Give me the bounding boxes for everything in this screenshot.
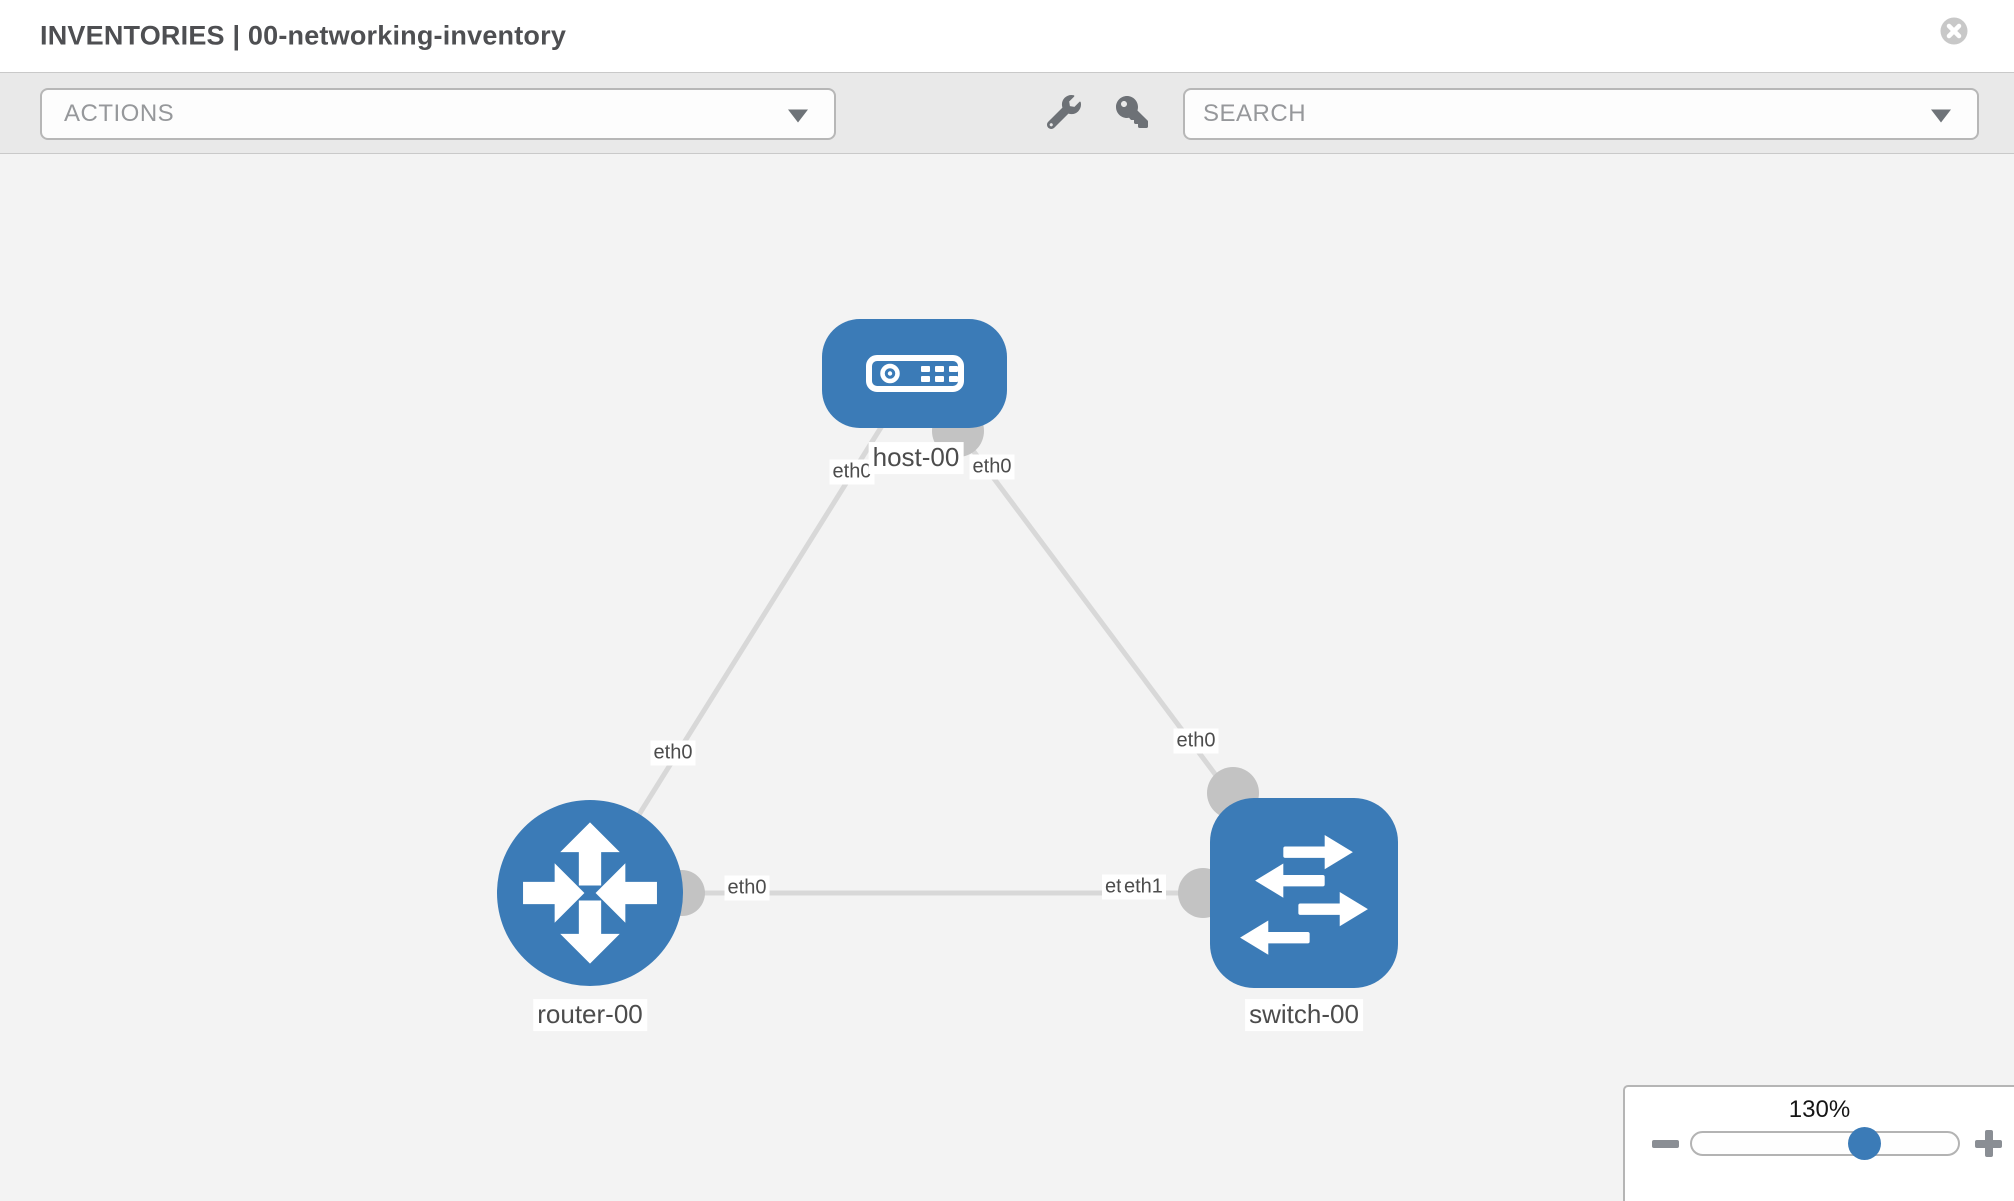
wrench-icon bbox=[1046, 94, 1081, 129]
topology-canvas[interactable]: eth0 eth0 eth0 eth0 eth0 eth0 eth1 host-… bbox=[0, 154, 2014, 1201]
actions-dropdown-label: ACTIONS bbox=[64, 100, 175, 127]
port-label: eth0 bbox=[829, 459, 875, 485]
router-icon bbox=[523, 822, 657, 964]
close-button[interactable] bbox=[1940, 17, 1968, 45]
chevron-down-icon bbox=[1931, 109, 1951, 123]
minus-icon[interactable] bbox=[1652, 1140, 1679, 1148]
header: INVENTORIES | 00-networking-inventory bbox=[0, 0, 2014, 73]
credentials-button[interactable] bbox=[1112, 93, 1152, 133]
port-label: eth0 bbox=[969, 454, 1015, 480]
port-label: eth0 bbox=[1173, 728, 1219, 754]
zoom-slider-thumb[interactable] bbox=[1848, 1127, 1881, 1160]
actions-dropdown[interactable]: ACTIONS bbox=[40, 88, 836, 140]
zoom-level: 130% bbox=[1788, 1096, 1851, 1123]
node-router-00[interactable] bbox=[497, 800, 683, 986]
topology-graph bbox=[497, 319, 1398, 988]
node-host-00[interactable] bbox=[822, 319, 1007, 428]
page-title: INVENTORIES | 00-networking-inventory bbox=[40, 20, 567, 51]
port-label: eth1 bbox=[1121, 874, 1166, 900]
search-dropdown[interactable]: SEARCH bbox=[1183, 88, 1979, 140]
node-label-switch: switch-00 bbox=[1245, 999, 1363, 1031]
configure-button[interactable] bbox=[1044, 93, 1084, 133]
close-icon bbox=[1940, 17, 1968, 45]
host-icon bbox=[866, 355, 964, 392]
zoom-slider[interactable] bbox=[1690, 1127, 1960, 1160]
zoom-controls bbox=[1625, 1127, 2014, 1171]
port-label: eth0 bbox=[650, 740, 696, 766]
node-label-router: router-00 bbox=[533, 999, 647, 1031]
port-label: eth0 bbox=[724, 875, 770, 901]
plus-icon[interactable] bbox=[1975, 1130, 2002, 1157]
chevron-down-icon bbox=[788, 109, 808, 123]
node-label-host: host-00 bbox=[868, 442, 964, 474]
key-icon bbox=[1116, 95, 1148, 128]
zoom-panel: 130% bbox=[1623, 1085, 2014, 1201]
search-placeholder: SEARCH bbox=[1203, 100, 1307, 127]
toolbar: ACTIONS SEARCH bbox=[0, 73, 2014, 154]
node-switch-00[interactable] bbox=[1210, 798, 1398, 988]
switch-icon bbox=[1240, 835, 1368, 955]
